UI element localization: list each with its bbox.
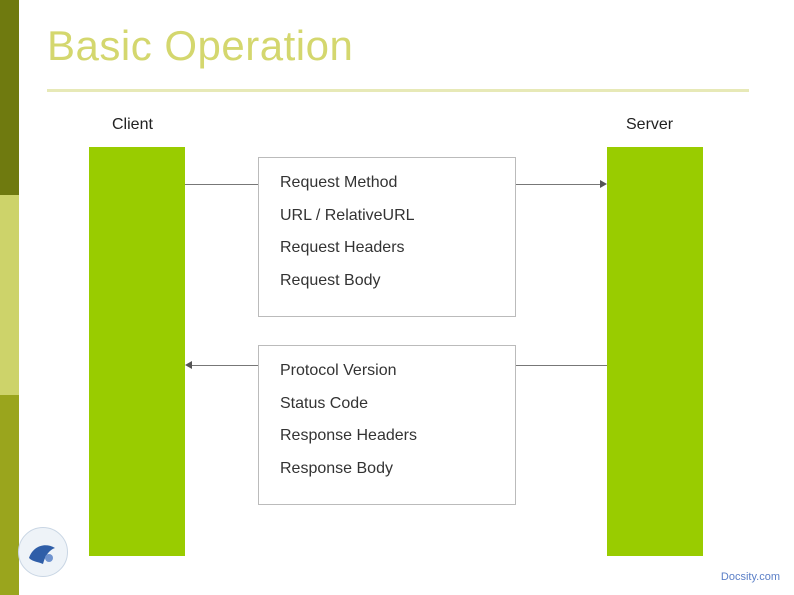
server-bar xyxy=(607,147,703,556)
request-line: Request Method xyxy=(280,174,398,191)
request-arrow-icon xyxy=(600,180,607,188)
watermark-link[interactable]: Docsity.com xyxy=(720,571,780,583)
response-message-box: Protocol Version Status Code Response He… xyxy=(258,345,516,505)
request-line: Request Body xyxy=(280,271,381,289)
client-bar xyxy=(89,147,185,556)
response-line: Response Headers xyxy=(280,427,417,444)
request-message-box: Request Method URL / RelativeURL Request… xyxy=(258,157,516,317)
response-arrow-icon xyxy=(185,361,192,369)
request-connector-left xyxy=(185,184,258,185)
client-label: Client xyxy=(112,116,153,133)
request-line: URL / RelativeURL xyxy=(280,206,415,224)
response-line: Protocol Version xyxy=(280,362,397,379)
server-label: Server xyxy=(626,116,674,133)
side-stripe-middle xyxy=(0,195,19,395)
logo-icon xyxy=(18,527,68,577)
response-line: Response Body xyxy=(280,459,393,477)
response-connector-right xyxy=(516,365,607,366)
request-connector-right xyxy=(516,184,600,185)
title-divider xyxy=(47,89,749,92)
request-line: Request Headers xyxy=(280,239,405,256)
response-line: Status Code xyxy=(280,394,369,412)
response-connector-left xyxy=(192,365,258,366)
side-stripe-bottom xyxy=(0,395,19,595)
slide-title: Basic Operation xyxy=(47,22,354,69)
side-stripe-top xyxy=(0,0,19,195)
